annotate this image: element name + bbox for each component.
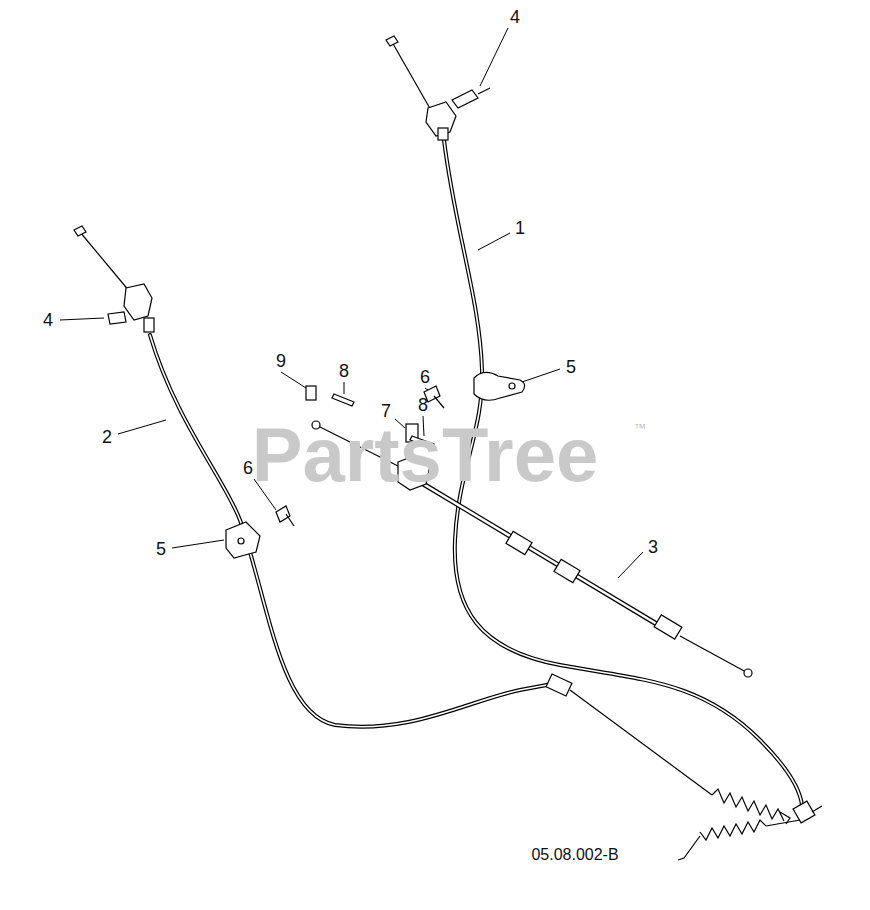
callout-number: 4: [510, 8, 520, 26]
figure-code: 05.08.002-B: [531, 847, 618, 863]
callout-number: 2: [102, 428, 112, 446]
callout-number: 3: [648, 538, 658, 556]
callout-number: 5: [156, 540, 166, 558]
callout-number: 6: [243, 459, 253, 477]
callout-number: 1: [515, 219, 525, 237]
trademark-mark: ™: [634, 422, 646, 434]
callout-number: 8: [418, 396, 428, 414]
callout-number: 9: [276, 352, 286, 370]
watermark: PartsTree: [252, 417, 598, 493]
callout-number: 6: [420, 368, 430, 386]
callout-number: 4: [43, 311, 53, 329]
callout-number: 8: [339, 362, 349, 380]
callout-number: 5: [566, 358, 576, 376]
